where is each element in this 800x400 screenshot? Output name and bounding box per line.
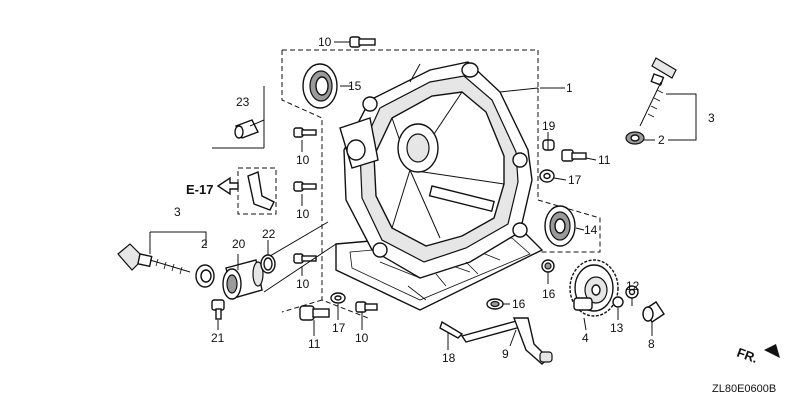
governor-gear-4	[569, 259, 619, 317]
bolt-10-left-upper	[293, 127, 317, 138]
callout-10: 10	[296, 153, 310, 167]
callout-22: 22	[262, 227, 276, 241]
callout-13: 13	[610, 321, 624, 335]
callout-3: 3	[174, 205, 181, 219]
callout-10: 10	[355, 331, 369, 345]
front-direction-indicator: FR.	[735, 344, 780, 366]
bolt-21	[211, 299, 225, 320]
callout-14: 14	[584, 223, 598, 237]
callout-17: 17	[568, 173, 582, 187]
callout-10: 10	[318, 35, 332, 49]
washer-13	[612, 296, 624, 308]
o-ring-22	[260, 254, 276, 274]
callout-16: 16	[512, 297, 526, 311]
oil-seal-15	[302, 63, 338, 109]
callout-11: 11	[598, 153, 611, 167]
bolt-11-right	[561, 149, 587, 162]
governor-arm-9	[460, 317, 553, 365]
bolt-10-left-mid	[293, 253, 317, 264]
drawing-code: ZL80E0600B	[712, 383, 776, 395]
front-label: FR.	[735, 345, 760, 366]
reference-label-e17: E-17	[186, 182, 213, 197]
callout-11: 11	[308, 337, 321, 351]
callout-12: 12	[626, 279, 640, 293]
washer-17-bottom	[330, 292, 346, 304]
callout-4: 4	[582, 331, 589, 345]
dowel-pin-23	[234, 119, 259, 139]
shaft-8	[642, 301, 665, 323]
callout-10: 10	[296, 277, 310, 291]
washer-16-bottom	[486, 298, 504, 310]
bolt-10-bottom	[355, 301, 378, 313]
callout-10: 10	[296, 207, 310, 221]
dipstick-upper	[625, 57, 677, 145]
bearing-14	[544, 205, 576, 247]
callout-17: 17	[332, 321, 346, 335]
neck-guide-line-2	[263, 243, 337, 293]
clip-18	[439, 320, 464, 339]
callout-8: 8	[648, 337, 655, 351]
callout-9: 9	[502, 347, 509, 361]
callout-19: 19	[542, 119, 556, 133]
callout-21: 21	[211, 331, 225, 345]
leader-lines	[149, 41, 697, 350]
filler-neck-20	[222, 259, 264, 300]
callout-20: 20	[232, 237, 246, 251]
washer-16-right	[541, 259, 555, 273]
washer-17-right	[539, 169, 555, 183]
front-arrow-icon	[764, 344, 780, 358]
breather-tube-reference	[216, 167, 277, 215]
callout-numbers: 10 15 1 23 10 10 10 3 2 19 11 17 14 16 1…	[174, 35, 715, 365]
neck-guide-line	[269, 221, 329, 257]
callout-2: 2	[658, 133, 665, 147]
callout-18: 18	[442, 351, 456, 365]
dipstick-left	[117, 243, 191, 275]
bolt-10-left-lower	[293, 181, 317, 192]
bolt-11-bottom	[299, 305, 330, 321]
washer-2-left	[195, 264, 215, 288]
callout-1: 1	[566, 81, 573, 95]
washer-12	[625, 285, 639, 299]
callout-16: 16	[542, 287, 556, 301]
callout-23: 23	[236, 95, 250, 109]
callout-2: 2	[201, 237, 208, 251]
crankcase-body	[335, 61, 544, 311]
callout-15: 15	[348, 79, 362, 93]
bolt-10-top	[349, 36, 376, 48]
callout-3: 3	[708, 111, 715, 125]
